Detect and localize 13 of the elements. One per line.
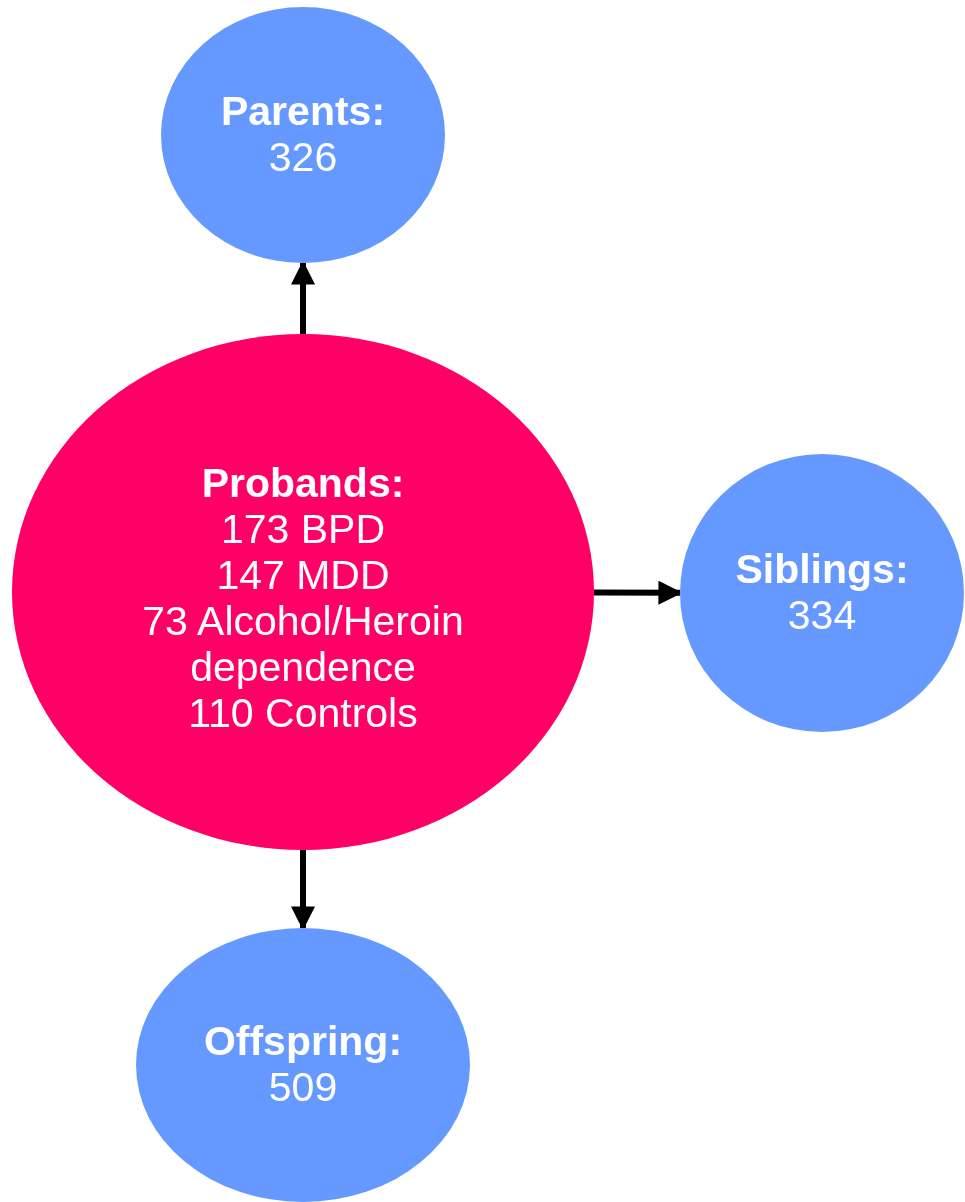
group-count: 73 Alcohol/Heroin dependence [141,599,465,691]
group-heading: Parents: [220,89,386,135]
group-heading: Siblings: [735,547,909,593]
group-heading: Probands: [201,461,405,508]
group-heading: Offspring: [203,1019,403,1065]
group-count: 509 [268,1065,338,1111]
group-count: 110 Controls [188,690,418,737]
group-count: 147 MDD [216,553,390,599]
group-count: 326 [268,135,338,181]
group-count: 334 [787,593,857,639]
arrow [291,260,315,334]
group-count: 173 BPD [220,507,386,554]
arrow [291,850,315,931]
